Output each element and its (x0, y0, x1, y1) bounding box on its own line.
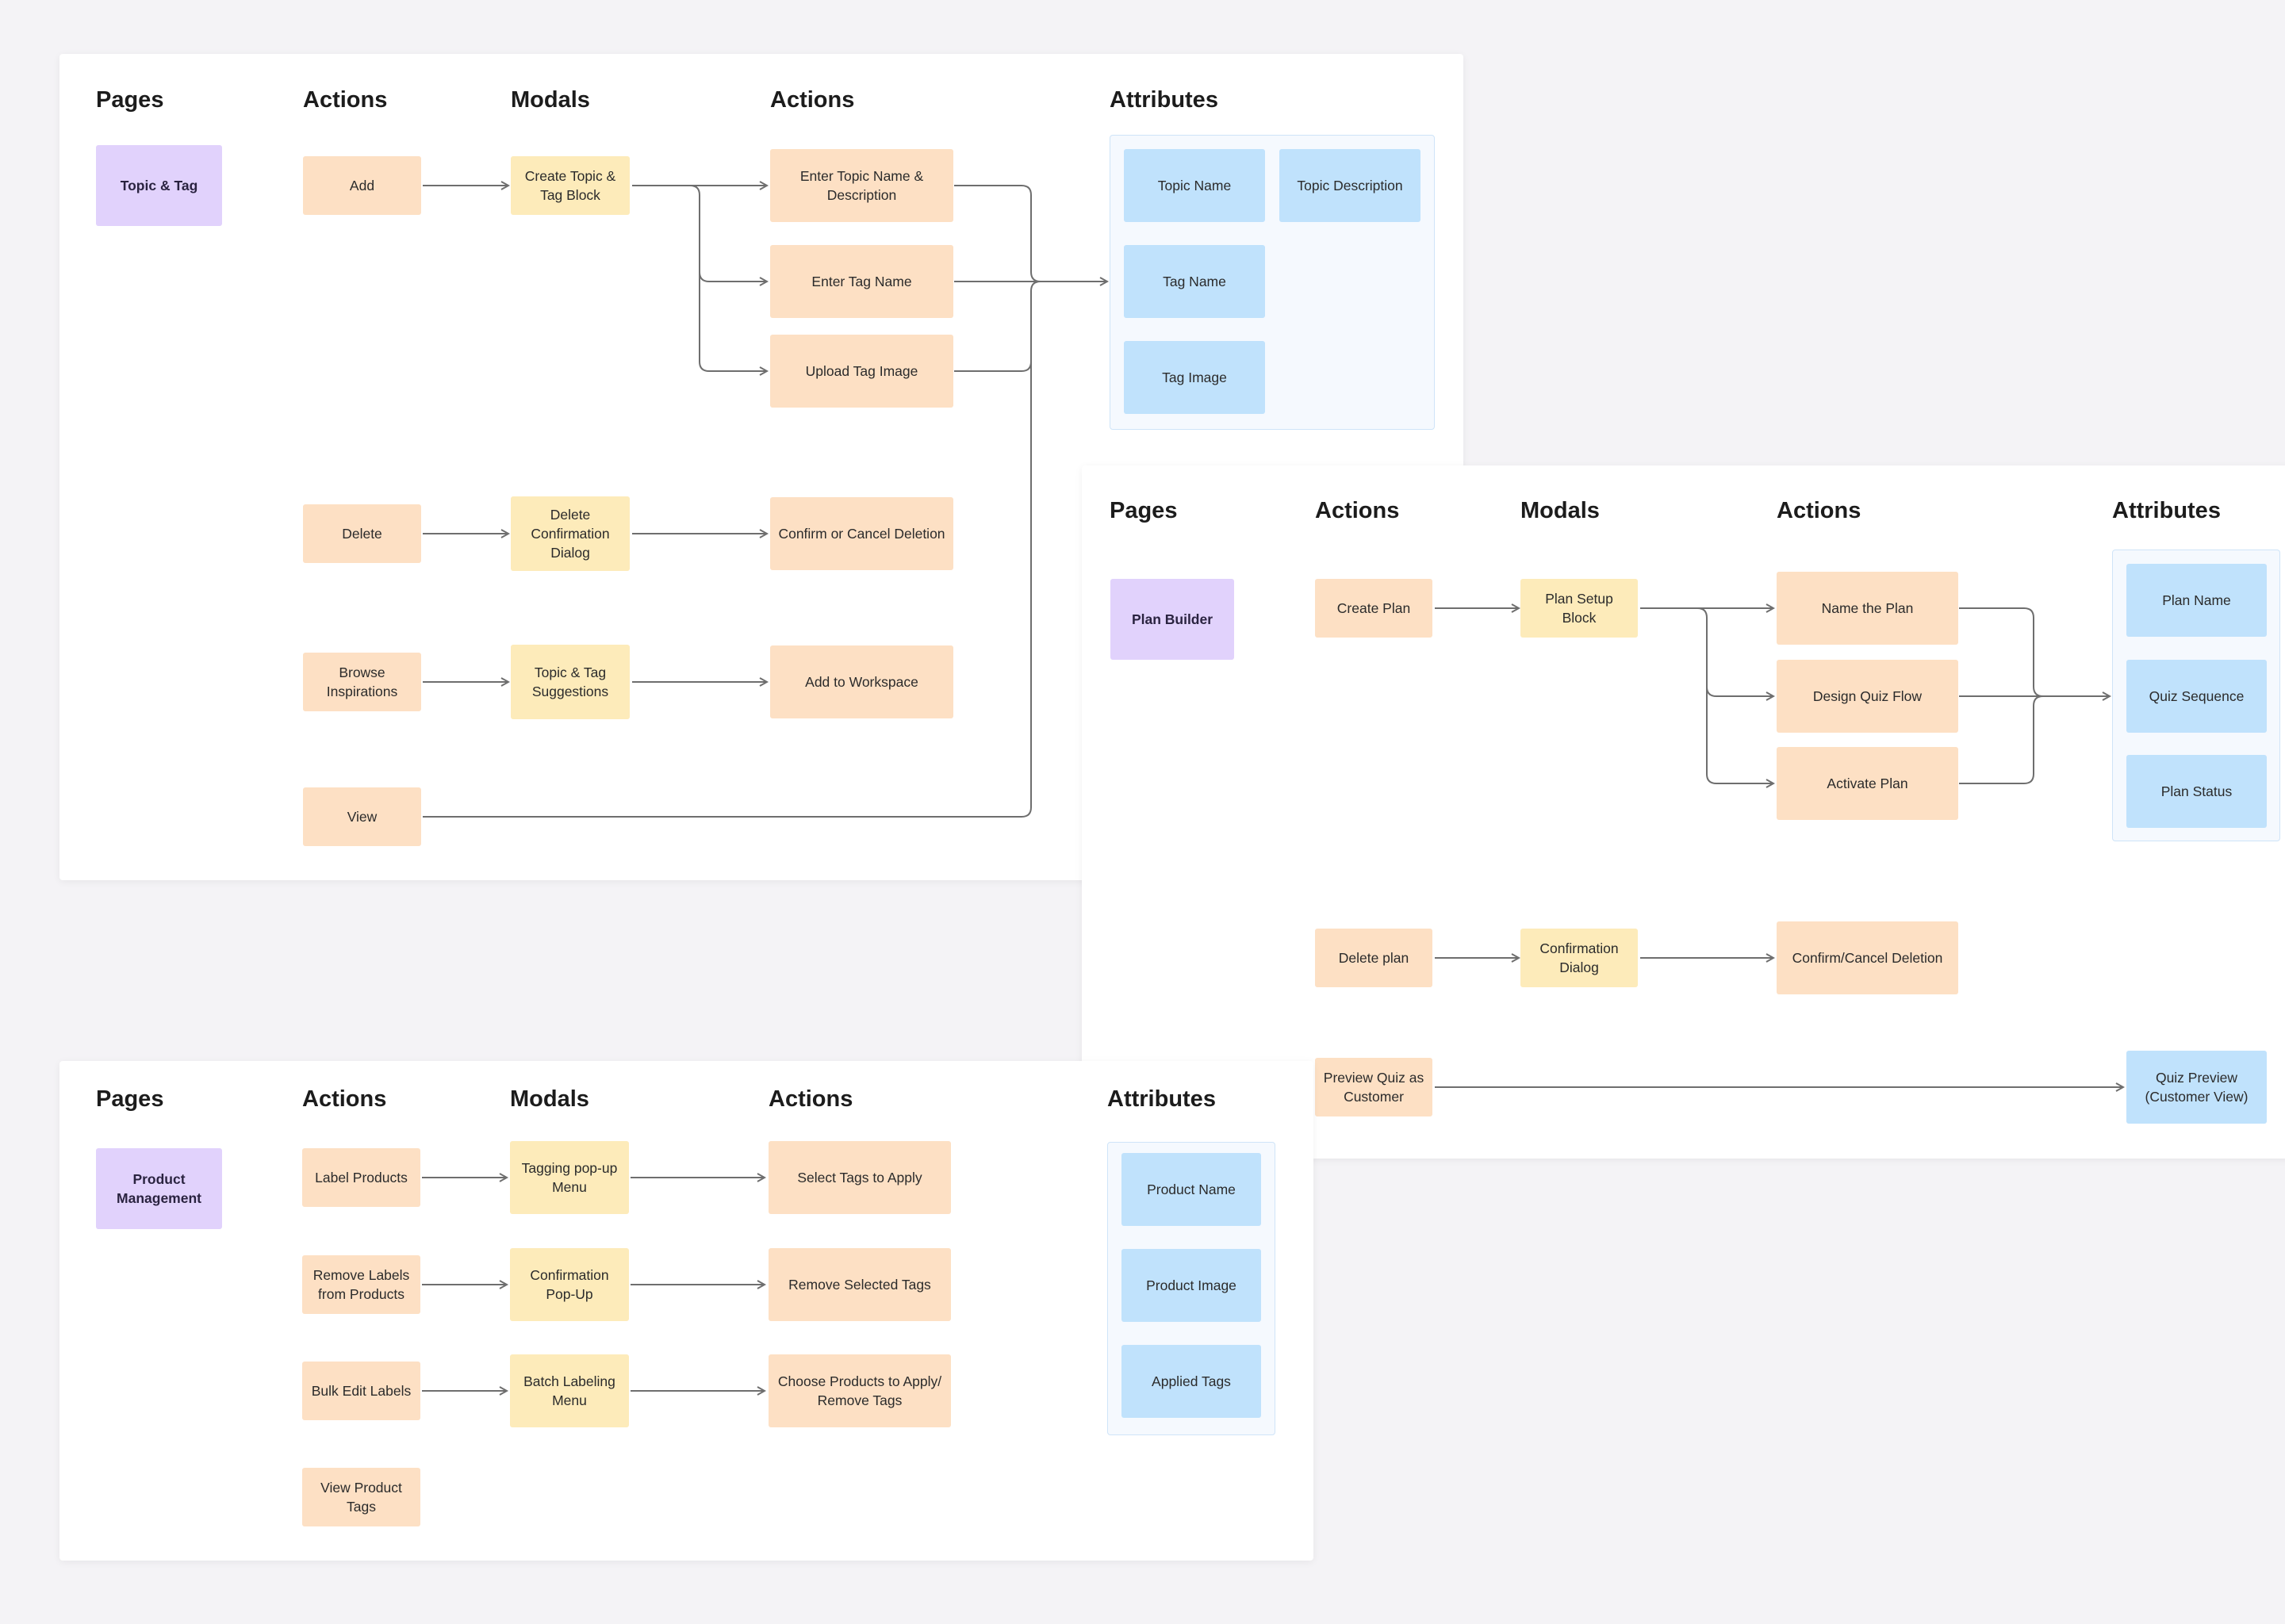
action-bulk-edit-labels[interactable]: Bulk Edit Labels (302, 1362, 420, 1420)
step-name-the-plan[interactable]: Name the Plan (1777, 572, 1958, 645)
step-upload-tag-image[interactable]: Upload Tag Image (770, 335, 953, 408)
modal-topic-tag-suggestions[interactable]: Topic & Tag Suggestions (511, 645, 630, 719)
pm-header-attributes: Attributes (1107, 1086, 1216, 1112)
step-add-to-workspace[interactable]: Add to Workspace (770, 645, 953, 718)
modal-plan-setup-block[interactable]: Plan Setup Block (1520, 579, 1638, 638)
header-modals: Modals (511, 87, 590, 113)
attr-product-image[interactable]: Product Image (1121, 1249, 1261, 1322)
action-view[interactable]: View (303, 787, 421, 846)
pm-header-actions: Actions (302, 1086, 387, 1112)
plan-builder-panel (1082, 465, 2285, 1159)
step-enter-topic-name-description[interactable]: Enter Topic Name & Description (770, 149, 953, 222)
attr-quiz-preview-customer-view[interactable]: Quiz Preview (Customer View) (2126, 1051, 2267, 1124)
header-actions-2: Actions (770, 87, 855, 113)
action-create-plan[interactable]: Create Plan (1315, 579, 1432, 638)
pb-header-attributes: Attributes (2112, 498, 2221, 523)
action-browse-inspirations[interactable]: Browse Inspirations (303, 653, 421, 711)
pm-header-actions-2: Actions (769, 1086, 853, 1112)
modal-confirmation-dialog[interactable]: Confirmation Dialog (1520, 929, 1638, 987)
attr-plan-status[interactable]: Plan Status (2126, 755, 2267, 828)
action-delete-plan[interactable]: Delete plan (1315, 929, 1432, 987)
header-pages: Pages (96, 87, 164, 113)
attr-topic-description[interactable]: Topic Description (1279, 149, 1420, 222)
attr-topic-name[interactable]: Topic Name (1124, 149, 1265, 222)
modal-delete-confirmation-dialog[interactable]: Delete Confirmation Dialog (511, 496, 630, 571)
pb-header-actions: Actions (1315, 498, 1400, 523)
header-actions: Actions (303, 87, 388, 113)
pm-header-pages: Pages (96, 1086, 164, 1112)
modal-batch-labeling-menu[interactable]: Batch Labeling Menu (510, 1354, 629, 1427)
header-attributes: Attributes (1110, 87, 1218, 113)
modal-create-topic-tag-block[interactable]: Create Topic & Tag Block (511, 156, 630, 215)
pb-header-modals: Modals (1520, 498, 1600, 523)
attr-plan-name[interactable]: Plan Name (2126, 564, 2267, 637)
attr-quiz-sequence[interactable]: Quiz Sequence (2126, 660, 2267, 733)
action-add[interactable]: Add (303, 156, 421, 215)
step-confirm-cancel-deletion[interactable]: Confirm/Cancel Deletion (1777, 921, 1958, 994)
pm-header-modals: Modals (510, 1086, 589, 1112)
page-plan-builder[interactable]: Plan Builder (1110, 579, 1234, 660)
pb-header-pages: Pages (1110, 498, 1178, 523)
page-topic-tag[interactable]: Topic & Tag (96, 145, 222, 226)
product-management-panel (59, 1061, 1313, 1561)
action-delete[interactable]: Delete (303, 504, 421, 563)
modal-tagging-popup-menu[interactable]: Tagging pop-up Menu (510, 1141, 629, 1214)
action-remove-labels-from-products[interactable]: Remove Labels from Products (302, 1255, 420, 1314)
pb-header-actions-2: Actions (1777, 498, 1861, 523)
step-choose-products[interactable]: Choose Products to Apply/ Remove Tags (769, 1354, 951, 1427)
attr-product-name[interactable]: Product Name (1121, 1153, 1261, 1226)
step-enter-tag-name[interactable]: Enter Tag Name (770, 245, 953, 318)
modal-confirmation-popup[interactable]: Confirmation Pop-Up (510, 1248, 629, 1321)
step-design-quiz-flow[interactable]: Design Quiz Flow (1777, 660, 1958, 733)
step-activate-plan[interactable]: Activate Plan (1777, 747, 1958, 820)
attr-tag-name[interactable]: Tag Name (1124, 245, 1265, 318)
step-select-tags-to-apply[interactable]: Select Tags to Apply (769, 1141, 951, 1214)
attr-applied-tags[interactable]: Applied Tags (1121, 1345, 1261, 1418)
step-remove-selected-tags[interactable]: Remove Selected Tags (769, 1248, 951, 1321)
attr-tag-image[interactable]: Tag Image (1124, 341, 1265, 414)
action-view-product-tags[interactable]: View Product Tags (302, 1468, 420, 1526)
page-product-management[interactable]: Product Management (96, 1148, 222, 1229)
step-confirm-or-cancel-deletion[interactable]: Confirm or Cancel Deletion (770, 497, 953, 570)
action-label-products[interactable]: Label Products (302, 1148, 420, 1207)
action-preview-quiz-as-customer[interactable]: Preview Quiz as Customer (1315, 1058, 1432, 1116)
